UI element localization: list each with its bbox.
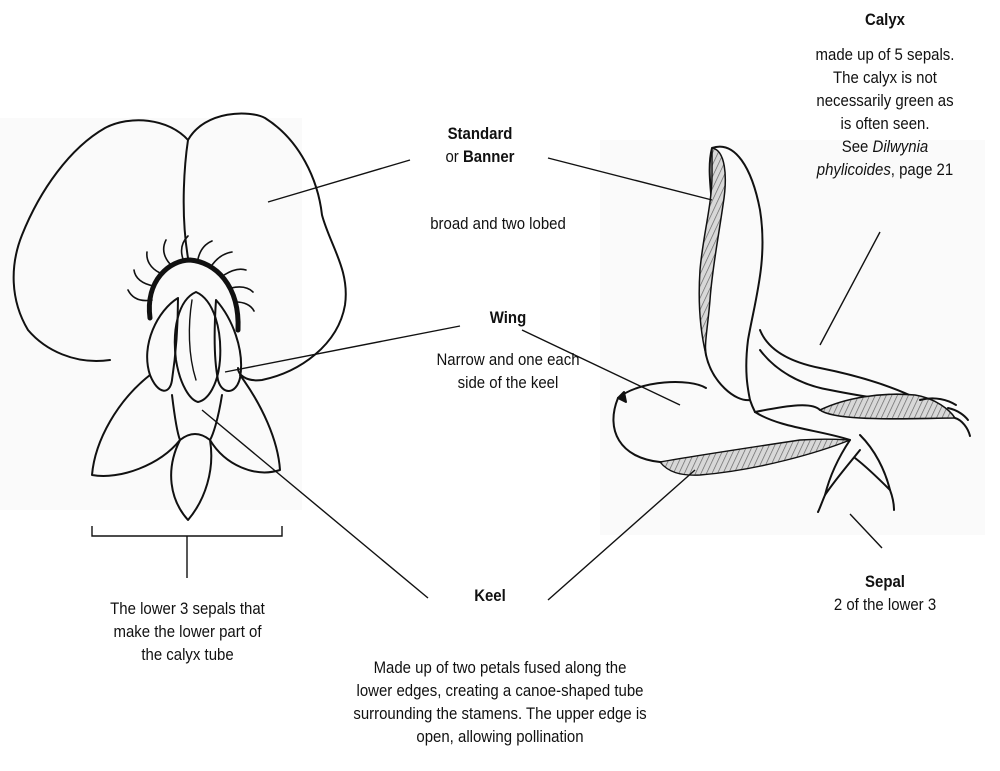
lower-sepals-line: make the lower part of xyxy=(67,620,309,643)
calyx-line2: The calyx is not xyxy=(784,66,986,89)
standard-term-line2: or Banner xyxy=(410,145,551,168)
side-view-panel xyxy=(600,140,985,535)
sepal-label: Sepal 2 of the lower 3 xyxy=(801,570,968,616)
standard-term: Standard xyxy=(410,122,551,145)
species-epithet: phylicoides xyxy=(817,160,891,179)
wing-description: Narrow and one each side of the keel xyxy=(394,348,623,394)
lower-sepals-bracket xyxy=(92,526,282,578)
lower-sepals-line: the calyx tube xyxy=(67,643,309,666)
lower-sepals-line: The lower 3 sepals that xyxy=(67,597,309,620)
sepal-description: 2 of the lower 3 xyxy=(801,593,968,616)
calyx-label: Calyx made up of 5 sepals. The calyx is … xyxy=(784,8,986,181)
wing-description-line1: Narrow and one each xyxy=(394,348,623,371)
sepal-term: Sepal xyxy=(801,570,968,593)
calyx-line1: made up of 5 sepals. xyxy=(784,43,986,66)
keel-description-line: Made up of two petals fused along the xyxy=(324,656,676,679)
standard-connector: or xyxy=(445,147,458,166)
keel-description-line: surrounding the stamens. The upper edge … xyxy=(324,702,676,725)
calyx-line3: necessarily green as xyxy=(784,89,986,112)
calyx-see: See xyxy=(842,137,869,156)
species-genus: Dilwynia xyxy=(873,137,929,156)
standard-description: broad and two lobed xyxy=(392,212,603,235)
keel-description: Made up of two petals fused along the lo… xyxy=(324,656,676,748)
keel-description-line: open, allowing pollination xyxy=(324,725,676,748)
wing-description-line2: side of the keel xyxy=(394,371,623,394)
keel-description-line: lower edges, creating a canoe-shaped tub… xyxy=(324,679,676,702)
calyx-line4: is often seen. xyxy=(784,112,986,135)
page-ref: , page 21 xyxy=(891,160,953,179)
standard-label: Standard or Banner xyxy=(410,122,551,168)
lower-sepals-label: The lower 3 sepals that make the lower p… xyxy=(67,597,309,666)
calyx-line5: See Dilwynia xyxy=(784,135,986,158)
calyx-line6: phylicoides, page 21 xyxy=(784,158,986,181)
calyx-term: Calyx xyxy=(784,8,986,31)
keel-term: Keel xyxy=(446,584,534,607)
banner-term: Banner xyxy=(463,147,515,166)
wing-term: Wing xyxy=(464,306,552,329)
